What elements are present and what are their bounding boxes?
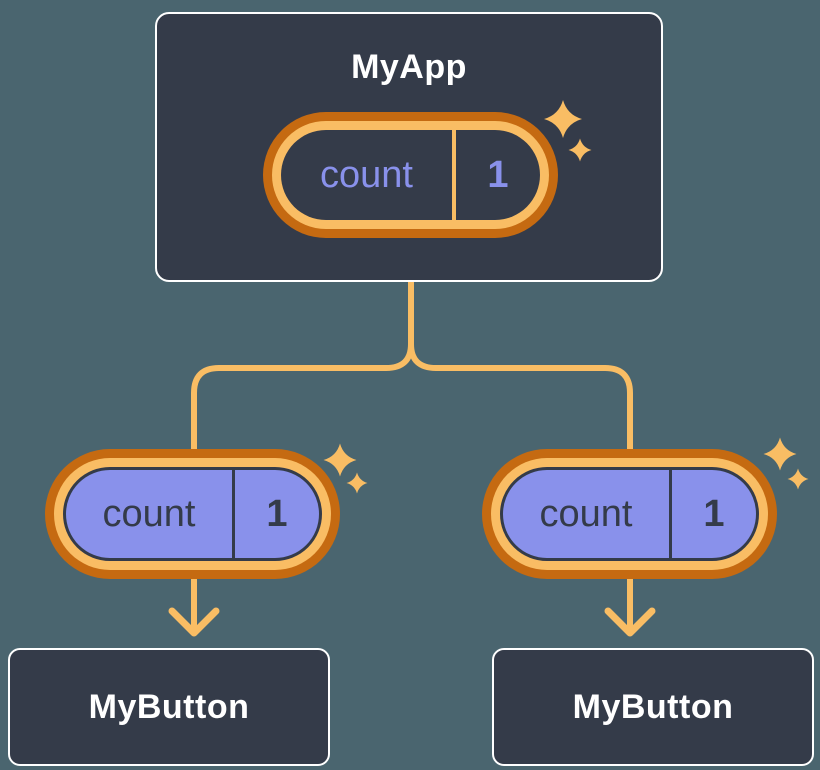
state-name: count (320, 153, 413, 196)
node-mybutton-left: MyButton (8, 648, 330, 766)
prop-pill-core: count 1 (500, 467, 759, 561)
pill-divider (232, 470, 235, 558)
wire-root-to-right-child (408, 273, 633, 633)
prop-value: 1 (703, 492, 725, 535)
state-pill-core: count 1 (281, 130, 540, 220)
arrowhead-left-icon (168, 607, 220, 637)
arrowhead-right-icon (604, 607, 656, 637)
node-mybutton-right: MyButton (492, 648, 814, 766)
node-mybutton-left-title: MyButton (88, 687, 250, 726)
prop-pill-right: count 1 (482, 449, 777, 579)
prop-pill-core: count 1 (63, 467, 322, 561)
prop-pill-ring: count 1 (491, 458, 768, 570)
node-mybutton-right-title: MyButton (572, 687, 734, 726)
state-pill-myapp: count 1 (263, 112, 558, 238)
node-myapp-title: MyApp (351, 48, 467, 86)
pill-divider (669, 470, 672, 558)
state-value: 1 (487, 153, 509, 196)
prop-value: 1 (266, 492, 288, 535)
prop-name: count (539, 492, 633, 535)
prop-pill-left: count 1 (45, 449, 340, 579)
prop-pill-ring: count 1 (54, 458, 331, 570)
pill-divider (452, 130, 456, 220)
prop-name: count (102, 492, 196, 535)
state-pill-ring: count 1 (272, 121, 549, 229)
